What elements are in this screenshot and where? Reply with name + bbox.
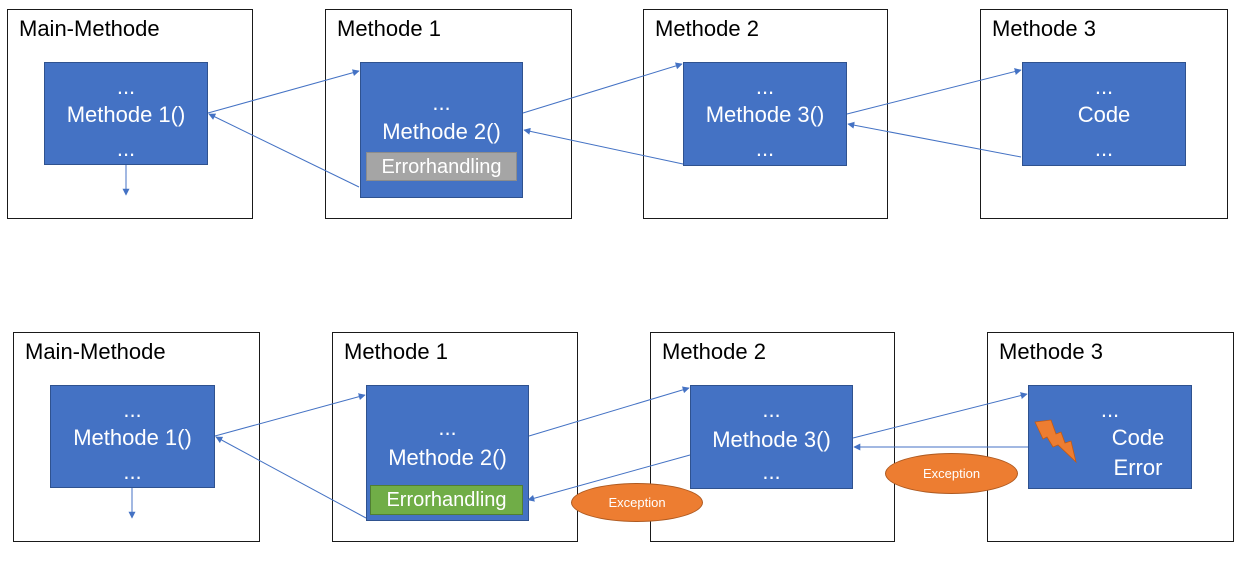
block-call-text: Methode 3() [705,102,825,127]
frame-title: Methode 3 [999,339,1103,364]
block-line: ... [1094,74,1114,99]
lightning-icon [1034,419,1077,464]
frame-title: Main-Methode [19,16,160,41]
block-code-text: Code [1111,425,1165,450]
exception-bubble: Exception [571,483,703,522]
block-line: ... [755,136,775,161]
frame-title: Methode 1 [337,16,441,41]
bottom-main-call-block: ... Methode 1() ... [50,385,215,488]
frame-title: Methode 1 [344,339,448,364]
block-line: ... [438,415,457,440]
block-line: ... [116,136,136,161]
frame-title: Methode 3 [992,16,1096,41]
top-main-call-block: ... Methode 1() ... [44,62,208,165]
block-call-text: Methode 1() [73,425,192,450]
block-error-text: Error [1113,455,1163,480]
frame-title: Methode 2 [655,16,759,41]
block-code-text: Code [1077,102,1131,127]
block-call-text: Methode 1() [66,102,186,127]
block-line: ... [123,397,142,422]
top-errorhandling-label: Errorhandling [366,152,517,181]
block-line: ... [1100,397,1120,422]
block-line: ... [762,459,781,484]
block-line: ... [1094,136,1114,161]
frame-title: Main-Methode [25,339,166,364]
bottom-methode-2-call-block: ... Methode 3() ... [690,385,853,489]
block-line: ... [755,74,775,99]
block-call-text: Methode 2() [382,119,501,144]
top-methode-2-call-block: ... Methode 3() ... [683,62,847,166]
block-line: ... [762,397,781,422]
block-line: ... [432,90,451,115]
block-line: ... [116,74,136,99]
block-call-text: Methode 2() [388,445,507,470]
bottom-errorhandling-label: Errorhandling [370,485,523,515]
exception-bubble: Exception [885,453,1018,494]
frame-title: Methode 2 [662,339,766,364]
block-line: ... [123,459,142,484]
block-call-text: Methode 3() [712,427,831,452]
top-methode-3-code-block: ... Code ... [1022,62,1186,166]
